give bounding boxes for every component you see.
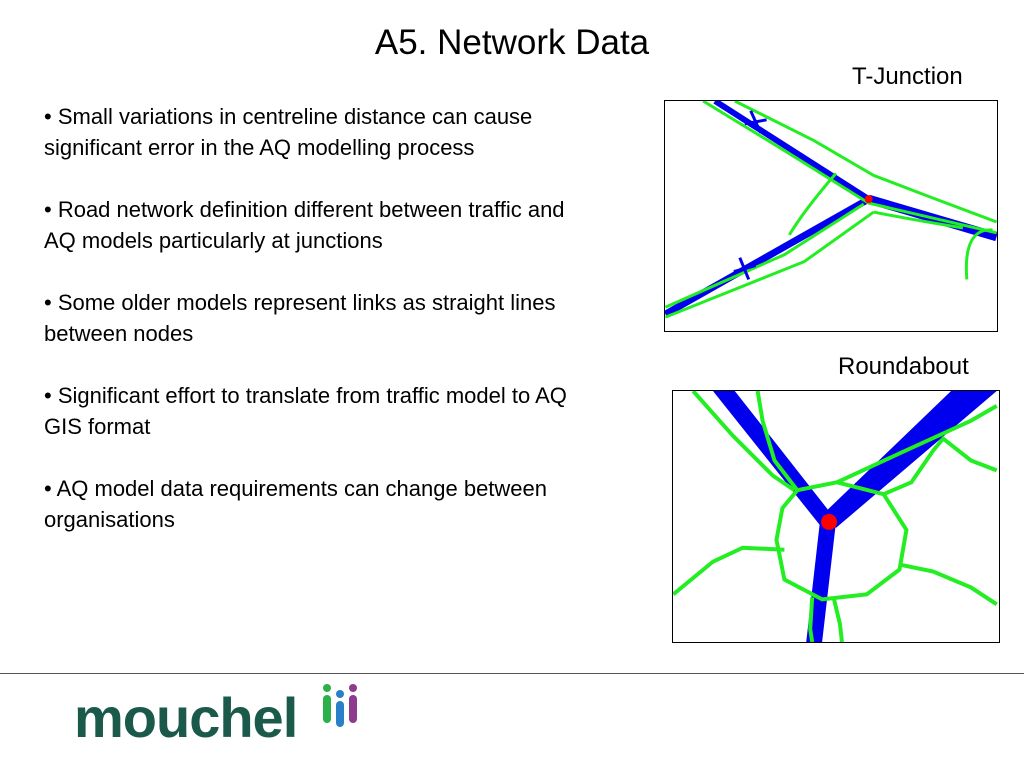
roundabout-node <box>821 514 837 530</box>
traffic-arm-south <box>806 519 836 642</box>
traffic-link-lower <box>665 196 871 318</box>
roundabout-label: Roundabout <box>838 353 969 380</box>
aq-link-lower-b <box>665 210 875 319</box>
aq-link-east <box>899 562 998 606</box>
aq-link-north-east-a <box>836 404 998 485</box>
mouchel-logo: mouchel <box>74 680 374 750</box>
aq-link-north-west-a <box>755 391 799 492</box>
aq-roundabout-ring <box>774 480 909 602</box>
junction-node <box>864 195 873 204</box>
link-marker-lower <box>733 257 757 281</box>
aq-curve-right <box>964 228 993 280</box>
aq-link-north-east-b <box>882 435 998 497</box>
bullet-item: • Significant effort to translate from t… <box>44 383 567 439</box>
aq-link-upper-a <box>702 101 997 235</box>
aq-link-north-west-b <box>691 391 796 492</box>
slide-title: A5. Network Data <box>374 23 650 62</box>
logo-wordmark: mouchel <box>74 686 298 749</box>
t-junction-figure <box>664 100 998 332</box>
link-marker-upper <box>744 110 767 134</box>
bullet-item: • Small variations in centreline distanc… <box>44 104 533 160</box>
aq-curve-bottom <box>873 210 964 230</box>
logo-people-icon <box>323 684 357 727</box>
aq-curve-left <box>788 172 838 236</box>
roundabout-figure <box>672 390 1000 643</box>
t-junction-map <box>665 101 997 319</box>
traffic-link-upper <box>713 101 871 202</box>
aq-link-south-a <box>808 597 815 642</box>
footer-divider <box>0 673 1024 674</box>
aq-link-lower-a <box>665 202 865 309</box>
roundabout-map <box>673 391 998 642</box>
aq-link-west <box>673 545 785 596</box>
t-junction-label: T-Junction <box>852 63 963 90</box>
traffic-arm-north-east <box>822 391 997 528</box>
bullet-item: • AQ model data requirements can change … <box>44 476 548 532</box>
aq-link-south-b <box>832 598 844 642</box>
bullet-item: • Road network definition different betw… <box>44 197 565 253</box>
bullet-item: • Some older models represent links as s… <box>44 290 556 346</box>
aq-link-upper-b <box>734 101 997 224</box>
bullet-list: • Small variations in centreline distanc… <box>44 101 584 566</box>
